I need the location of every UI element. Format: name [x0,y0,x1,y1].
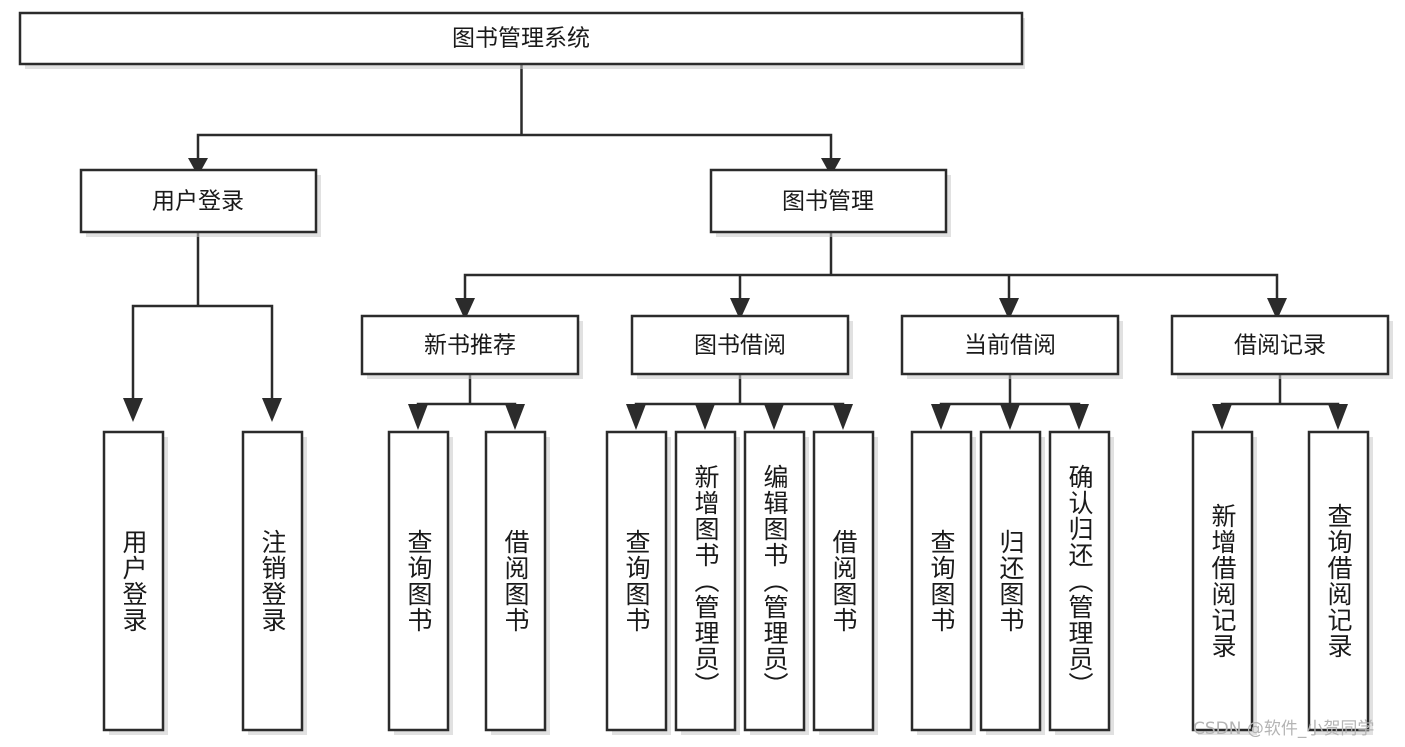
arrow-to-leaf-query-book-3 [931,404,951,430]
connector-group [123,62,1348,430]
connector-new-book-recommend-bus [416,372,517,420]
arrow-to-leaf-query-book-2 [626,404,646,430]
leaf-user-login-box[interactable] [102,430,165,732]
leaf-query-book-2-box[interactable] [605,430,668,732]
arrow-to-book-borrow [730,298,750,320]
arrow-to-leaf-query-book-1 [408,404,428,430]
arrow-to-borrow-record [1267,298,1287,320]
connector-borrow-record-bus [1220,372,1340,420]
arrow-to-leaf-edit-book [764,404,784,430]
arrow-to-leaf-user-login [123,398,143,422]
new-book-recommend-label: 新书推荐 [424,333,516,359]
arrow-to-leaf-confirm-return [1069,404,1089,430]
root-label: 图书管理系统 [452,26,590,52]
leaf-confirm-return-box[interactable] [1048,430,1111,732]
connector-root-bus [196,62,833,162]
current-borrow-box[interactable] [900,314,1120,376]
node-book-management[interactable]: 图书管理 [709,168,951,237]
arrow-to-current-borrow [999,298,1019,320]
leaf-add-record-box[interactable] [1191,430,1254,732]
csdn-watermark: CSDN @软件_小贺同学 [1193,719,1375,739]
arrow-to-leaf-borrow-book-1 [505,404,525,430]
leaf-query-record-box[interactable] [1307,430,1370,732]
book-management-box[interactable] [709,168,948,234]
node-current-borrow[interactable]: 当前借阅 [900,314,1123,379]
arrow-to-leaf-return-book [1000,404,1020,430]
node-book-borrow[interactable]: 图书借阅 [630,314,853,379]
node-new-book-recommend[interactable]: 新书推荐 [360,314,583,379]
arrow-to-leaf-borrow-book-2 [833,404,853,430]
root-box[interactable] [18,11,1024,66]
leaf-box-group [102,430,1373,735]
arrow-to-new-book-recommend [455,298,475,320]
arrow-to-leaf-add-book [695,404,715,430]
leaf-user-logout-box[interactable] [241,430,304,732]
leaf-borrow-book-1-box[interactable] [484,430,547,732]
node-user-login[interactable]: 用户登录 [79,168,321,237]
arrow-to-book-management [821,158,841,176]
leaf-query-book-3-box[interactable] [910,430,973,732]
arrow-to-user-login [188,158,208,176]
arrow-to-leaf-user-logout [262,398,282,422]
connector-user-login-bus [131,230,274,402]
book-borrow-label: 图书借阅 [694,333,786,359]
connector-book-borrow-bus [634,372,845,420]
leaf-borrow-book-2-box[interactable] [812,430,875,732]
leaf-add-book-box[interactable] [674,430,737,732]
leaf-edit-book-box[interactable] [743,430,806,732]
current-borrow-label: 当前借阅 [964,333,1056,359]
node-borrow-record[interactable]: 借阅记录 [1170,314,1393,379]
leaf-query-book-1-box[interactable] [387,430,450,732]
user-login-box[interactable] [79,168,318,234]
book-management-label: 图书管理 [782,189,874,215]
arrow-to-leaf-add-record [1212,404,1232,430]
connector-book-management-bus [463,230,1279,302]
new-book-recommend-box[interactable] [360,314,580,376]
arrow-to-leaf-query-record [1328,404,1348,430]
node-root[interactable]: 图书管理系统 [18,11,1025,69]
borrow-record-label: 借阅记录 [1234,333,1326,359]
user-login-label: 用户登录 [152,189,244,215]
leaf-return-book-box[interactable] [979,430,1042,732]
book-borrow-box[interactable] [630,314,850,376]
borrow-record-box[interactable] [1170,314,1390,376]
